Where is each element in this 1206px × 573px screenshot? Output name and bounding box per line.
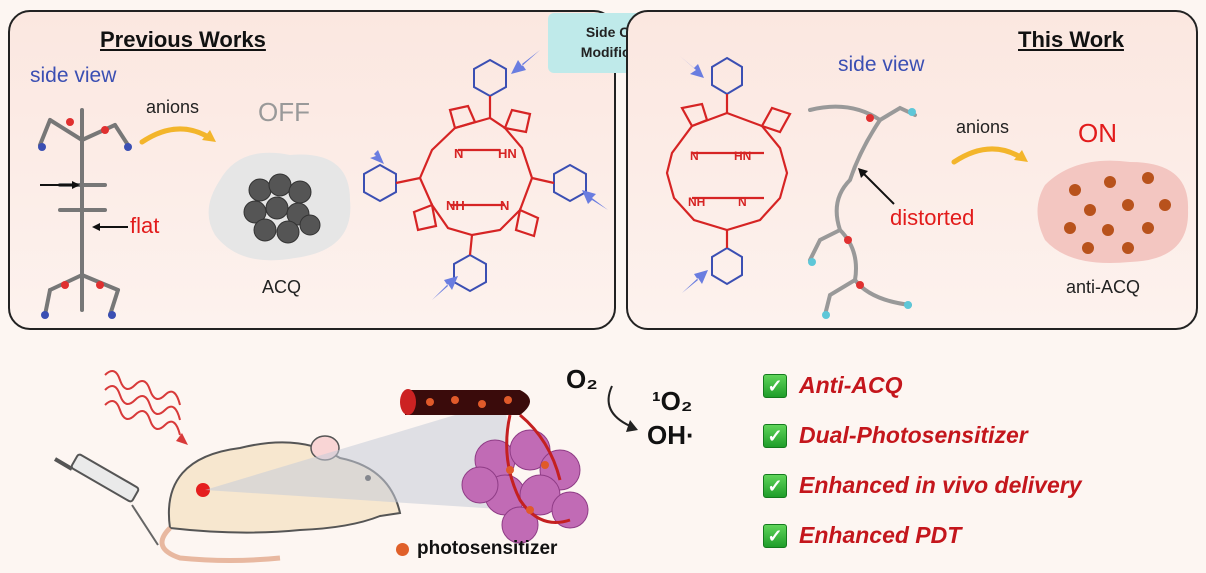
distorted-molecule-illustration [808, 104, 917, 319]
anti-acq-dispersed-illustration [1037, 160, 1189, 264]
right-side-view-label: side view [838, 53, 925, 76]
porphyrin-structure: N HN NH N [360, 50, 608, 300]
right-porphyrin-hn: HN [734, 149, 751, 163]
porphyrin-n-top: N [454, 146, 463, 161]
singlet-oxygen-label: ¹O₂ [652, 386, 693, 416]
feature-item: ✓ Enhanced in vivo delivery [763, 472, 1082, 499]
feature-label: Enhanced PDT [799, 522, 962, 548]
feature-item: ✓ Enhanced PDT [763, 522, 961, 549]
distorted-pointer-arrow [858, 168, 895, 205]
light-wave-icon [104, 370, 188, 445]
feature-label: Anti-ACQ [799, 372, 903, 398]
photosensitizer-dot-icon [396, 542, 409, 556]
feature-label: Dual-Photosensitizer [799, 422, 1028, 448]
feature-label: Enhanced in vivo delivery [799, 472, 1082, 498]
photosensitizer-legend: photosensitizer [396, 538, 557, 560]
distorted-label: distorted [890, 205, 975, 230]
feature-item: ✓ Dual-Photosensitizer [763, 422, 1028, 449]
o2-label: O₂ [566, 364, 598, 394]
right-porphyrin-n-2: N [738, 195, 747, 209]
left-anions-label: anions [146, 97, 200, 117]
right-porphyrin-nh: NH [688, 195, 705, 209]
right-porphyrin-structure: N HN NH N [665, 56, 792, 293]
hydroxyl-radical-label: OH· [647, 420, 695, 450]
check-icon: ✓ [763, 473, 787, 498]
left-side-view-label: side view [30, 64, 117, 87]
reaction-curved-arrow [607, 385, 638, 432]
feature-item: ✓ Anti-ACQ [763, 372, 902, 399]
left-anions-arrow [139, 126, 216, 145]
right-anions-arrow [951, 146, 1028, 165]
acq-label: ACQ [262, 277, 302, 297]
on-state-label: ON [1078, 118, 1117, 148]
right-anions-label: anions [956, 117, 1010, 137]
flat-molecule-illustration [38, 108, 132, 319]
illumination-cone [205, 400, 515, 510]
syringe-icon [53, 453, 159, 546]
right-porphyrin-n: N [690, 149, 699, 163]
flat-label: flat [130, 213, 160, 238]
anti-acq-label: anti-ACQ [1066, 277, 1141, 297]
left-pointer-arrow [40, 181, 80, 189]
porphyrin-n-bottom: N [500, 198, 509, 213]
porphyrin-nh: NH [446, 198, 465, 213]
photosensitizer-label: photosensitizer [417, 538, 558, 559]
porphyrin-hn: HN [498, 146, 517, 161]
off-state-label: OFF [258, 97, 310, 127]
this-work-title: This Work [1018, 27, 1124, 52]
check-icon: ✓ [763, 523, 787, 548]
check-icon: ✓ [763, 423, 787, 448]
check-icon: ✓ [763, 373, 787, 398]
flat-pointer-arrow [92, 223, 128, 231]
tumor-vessel-illustration [400, 389, 589, 544]
previous-works-title: Previous Works [100, 27, 266, 52]
acq-aggregate-illustration [208, 152, 351, 261]
